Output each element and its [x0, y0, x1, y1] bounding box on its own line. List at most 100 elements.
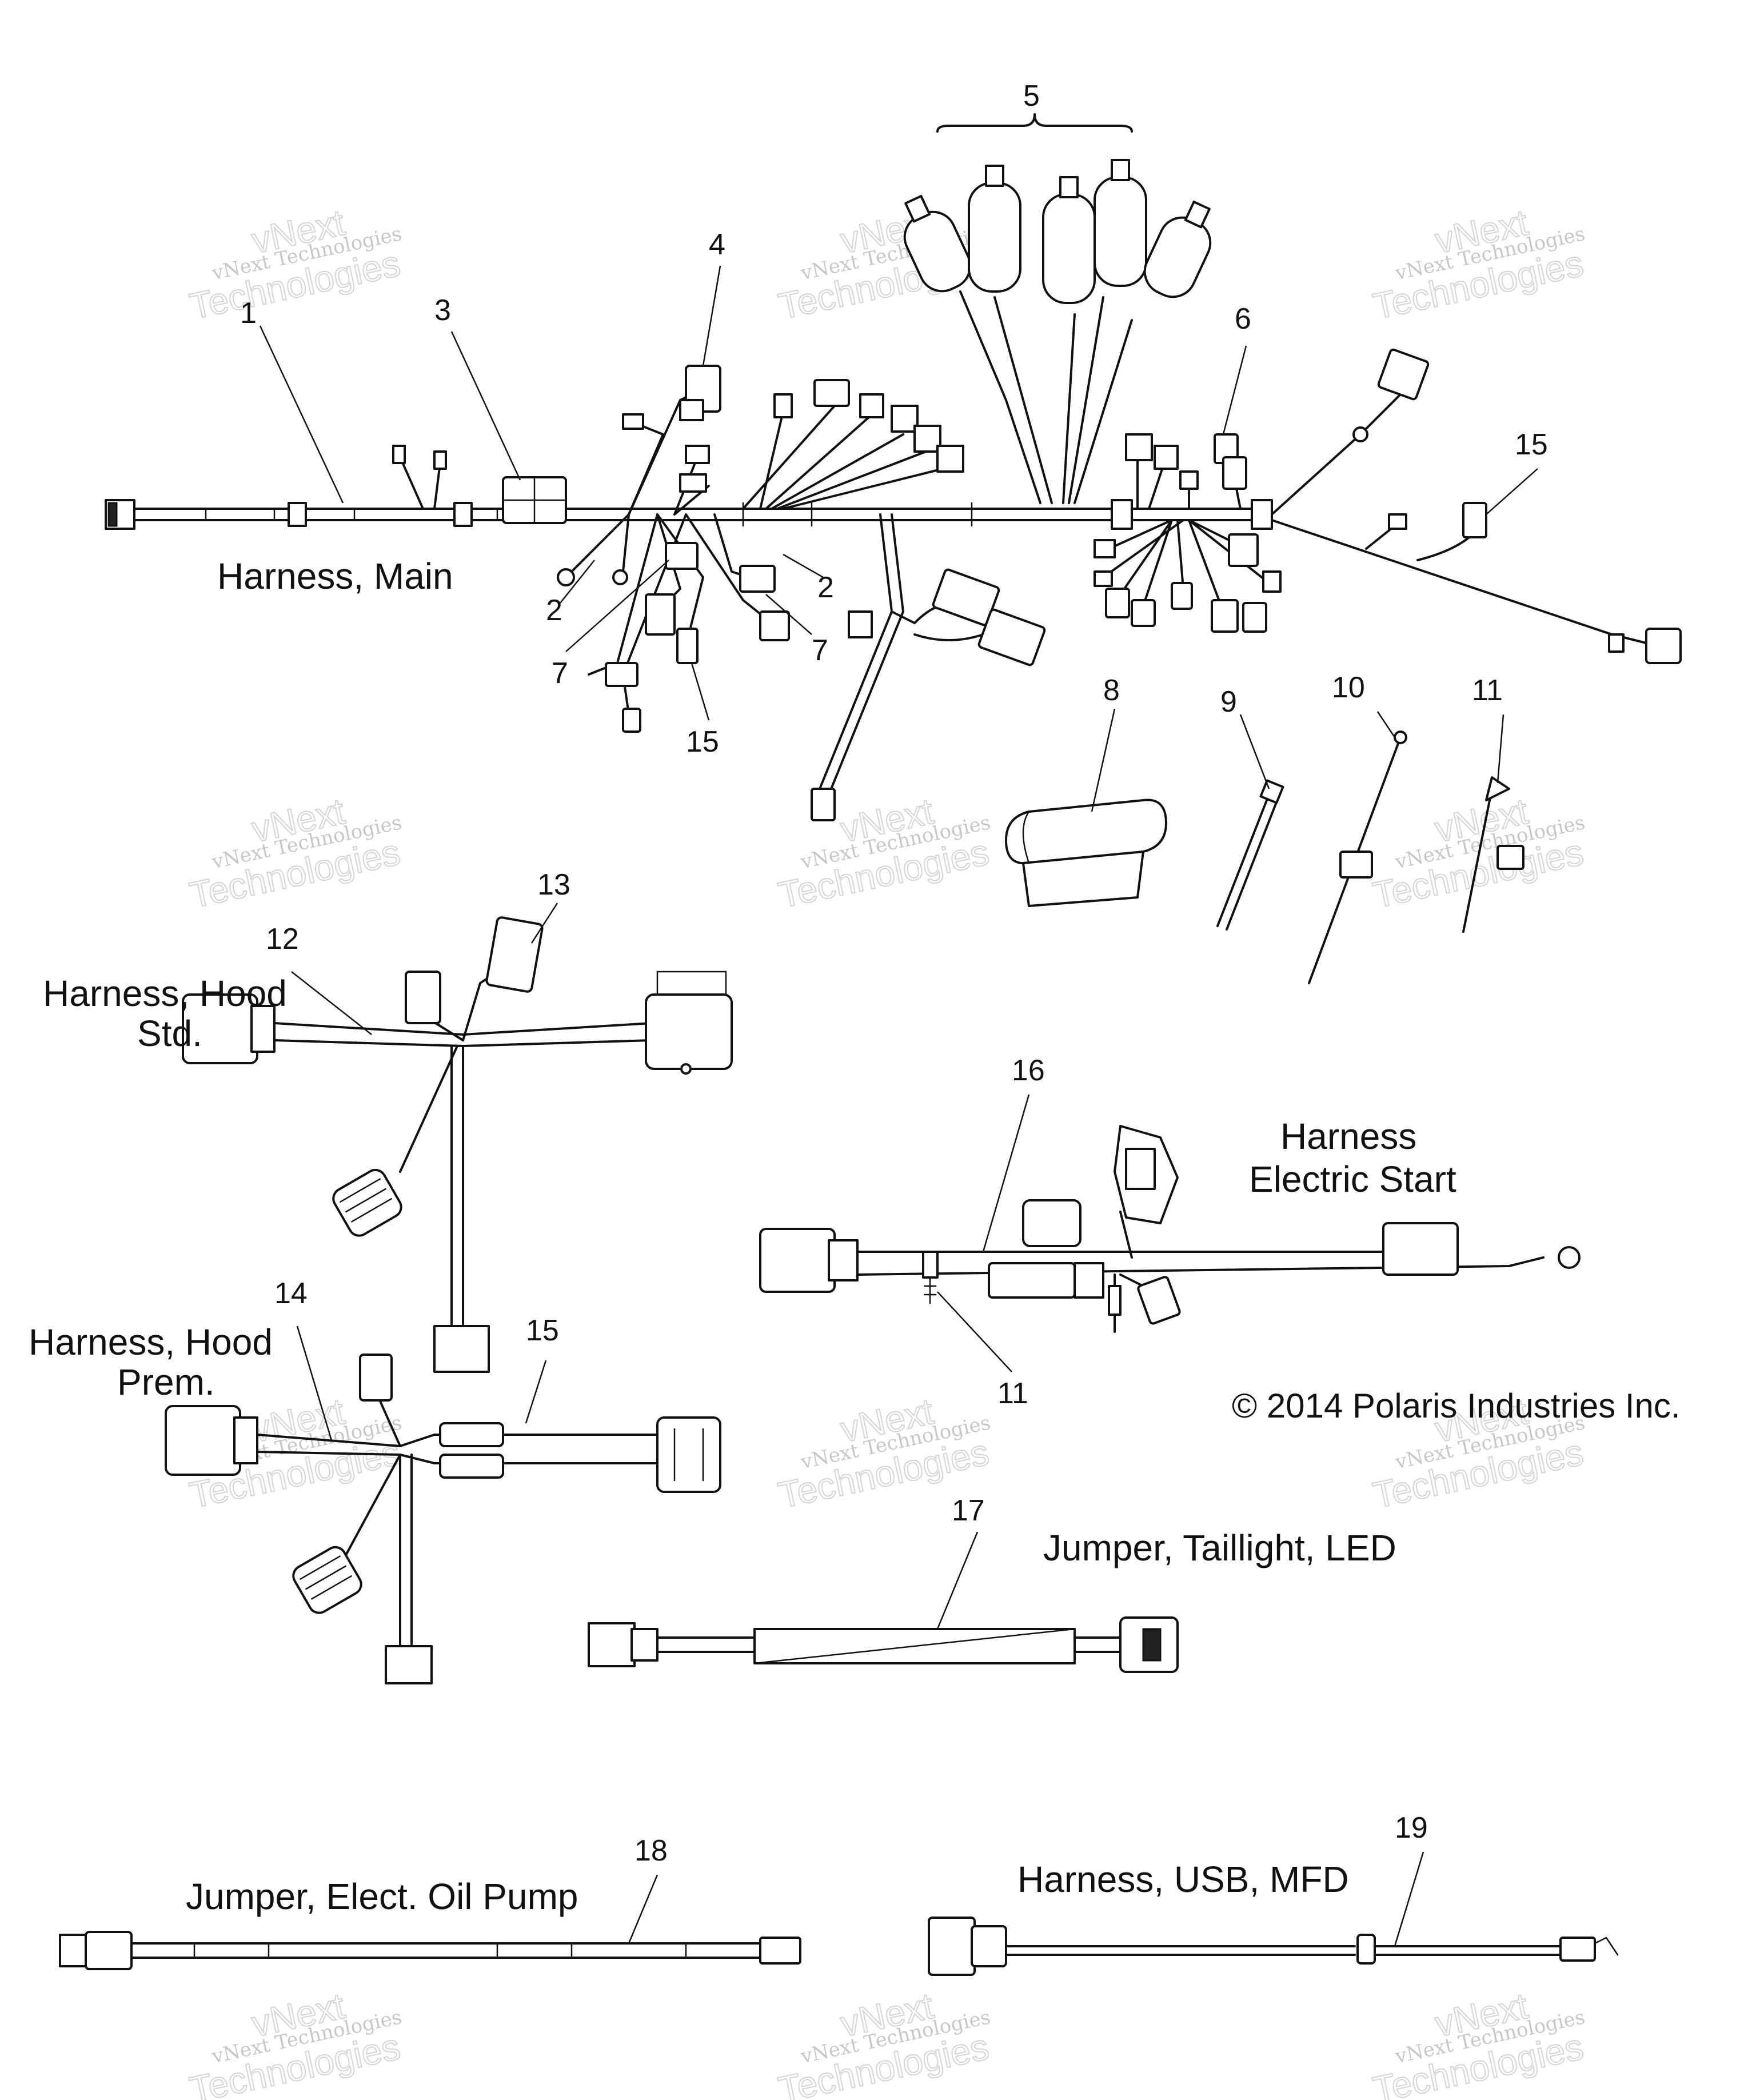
leader-line-11: [1496, 714, 1504, 784]
cable-tie-item-9: [1216, 779, 1284, 931]
ring-terminal-item-2: [557, 568, 575, 586]
brace-item-5: [936, 113, 1133, 133]
coil: [1042, 176, 1096, 304]
leader-line-19: [1394, 1851, 1424, 1947]
coil-group-item-5: [903, 159, 1212, 504]
branch-wires: [570, 513, 630, 573]
electric-start-wire: [1119, 1211, 1133, 1259]
hood-std-right-connector: [645, 993, 733, 1070]
callout-18: 18: [634, 1834, 668, 1867]
branch-wires: [1271, 519, 1659, 647]
small-connector: [1125, 433, 1153, 461]
small-connector: [1262, 570, 1282, 593]
hood-std-left-connector-boot: [250, 1005, 276, 1053]
relay-connector: [977, 608, 1046, 666]
label-harness-electric-start: Harness: [1280, 1116, 1416, 1157]
cable-tie-head: [1259, 779, 1284, 804]
callout-11: 11: [997, 1377, 1028, 1410]
watermark: vNext vNext Technologies Technologies: [186, 201, 404, 328]
bolt-thread: [923, 1276, 937, 1304]
harness-grommet: [1352, 426, 1368, 442]
loose-parts: [1005, 730, 1524, 984]
ring-terminal-item-2: [612, 569, 628, 585]
small-connector: [1137, 1276, 1181, 1325]
hood-std-bottom-connector: [433, 1325, 490, 1373]
connector-item-13: [485, 916, 544, 993]
coil-tip: [1184, 201, 1211, 229]
leader-line-3: [450, 331, 521, 481]
usb-wire: [1374, 1945, 1562, 1956]
small-connector: [679, 473, 707, 493]
small-connector: [813, 379, 850, 407]
electric-start-left-boot: [828, 1239, 859, 1281]
electric-start-left-connector: [759, 1228, 836, 1293]
label-harness-hood-prem: Prem.: [117, 1362, 215, 1403]
small-connector: [913, 425, 941, 453]
leader-line-2: [783, 553, 824, 578]
leader-line-16: [982, 1094, 1030, 1252]
small-connector: [1171, 582, 1193, 610]
small-connector: [1179, 470, 1199, 490]
callout-9: 9: [1220, 685, 1237, 718]
clip-head: [1485, 776, 1510, 801]
watermark: vNext vNext Technologies Technologies: [186, 1985, 404, 2100]
harness-hood-std: [182, 916, 733, 1373]
leader-line-7: [565, 560, 669, 652]
assembly-labels: Harness, Main Harness, Hood Std. Harness…: [29, 556, 1681, 1917]
callout-7: 7: [552, 657, 568, 690]
hood-prem-connector: [359, 1354, 393, 1402]
taillight-wire: [1073, 1636, 1122, 1653]
label-harness-usb-mfd: Harness, USB, MFD: [1017, 1859, 1349, 1900]
conduit-body: [1005, 799, 1167, 865]
small-connector: [1093, 539, 1116, 558]
relay-connector: [932, 568, 1000, 626]
watermark: vNext vNext Technologies Technologies: [1369, 1985, 1587, 2100]
small-connector: [622, 708, 641, 733]
hood-prem-wire: [376, 1394, 401, 1447]
label-harness-electric-start: Electric Start: [1249, 1159, 1456, 1200]
leader-line-11: [937, 1291, 1012, 1372]
cable-tie-clip: [1339, 851, 1373, 879]
small-connector: [1228, 533, 1259, 567]
coil-tip: [985, 165, 1004, 187]
sensor-cluster: [1093, 519, 1282, 633]
branch-wires: [742, 405, 944, 510]
branch-wires: [1073, 319, 1133, 504]
watermark: vNext vNext Technologies Technologies: [775, 790, 993, 917]
round-connector-ribs: [300, 1555, 352, 1600]
callout-2: 2: [546, 594, 562, 627]
callout-19: 19: [1395, 1811, 1428, 1845]
leader-line-15: [525, 1360, 547, 1424]
connector-item-7: [739, 565, 776, 593]
leader-line-7: [765, 594, 812, 635]
oil-pump-wire: [130, 1942, 761, 1959]
connector-item-7: [759, 610, 790, 641]
conduit-edge: [1022, 811, 1030, 864]
taillight-left-connector: [588, 1622, 636, 1667]
callout-11: 11: [1472, 674, 1503, 707]
leader-line-18: [628, 1874, 658, 1944]
usb-plug-tip: [1594, 1937, 1619, 1956]
connector-item-3-detail: [502, 476, 567, 524]
branch-wires: [993, 296, 1053, 504]
fuse-holder: [1022, 1199, 1081, 1247]
label-harness-hood-std: Harness, Hood: [43, 973, 287, 1014]
trunk-tape-marks: [205, 502, 973, 527]
taillight-right-connector-detail: [1142, 1628, 1162, 1662]
leader-line-6: [1222, 345, 1247, 435]
small-connector: [891, 405, 919, 433]
trunk-clip: [453, 502, 473, 527]
callout-2: 2: [817, 571, 834, 604]
small-connector: [1131, 599, 1156, 627]
callout-15: 15: [1515, 428, 1548, 461]
branch-wires: [959, 290, 1041, 504]
clip-item-11: [1462, 776, 1524, 933]
taillight-left-boot: [630, 1628, 658, 1662]
label-jumper-taillight: Jumper, Taillight, LED: [1043, 1527, 1396, 1568]
usb-wire: [1005, 1945, 1356, 1956]
harness-usb-mfd: [928, 1917, 1619, 1976]
coil: [968, 165, 1021, 293]
hood-prem-wire: [399, 1454, 413, 1647]
callout-1: 1: [240, 297, 257, 330]
small-connector: [773, 393, 793, 418]
